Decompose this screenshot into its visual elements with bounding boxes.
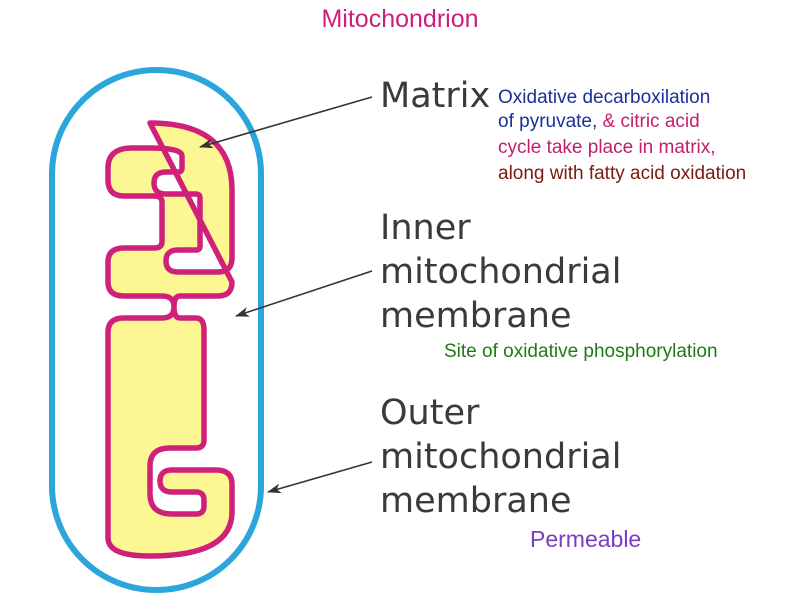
matrix-note-line-3: cycle take place in matrix,: [498, 137, 716, 158]
outer-membrane-note: Permeable: [530, 526, 642, 552]
matrix-arrow: [199, 96, 373, 149]
outer-membrane-label-line-3: membrane: [380, 481, 572, 521]
diagram-title: Mitochondrion: [321, 5, 479, 33]
matrix-note-line-1: Oxidative decarboxilation: [498, 87, 711, 108]
matrix-note-line-2: of pyruvate, & citric acid: [498, 110, 700, 133]
inner-membrane-label-line-2: mitochondrial: [380, 252, 622, 292]
matrix-label: Matrix: [380, 76, 491, 116]
inner-membrane-arrow: [235, 270, 373, 317]
inner-membrane: [105, 120, 235, 559]
inner-membrane-label-line-3: membrane: [380, 296, 572, 336]
matrix-note-line-4: along with fatty acid oxidation: [498, 163, 747, 184]
outer-membrane-label-line-1: Outer: [380, 393, 480, 433]
matrix-note-line-2-magenta: & citric acid: [597, 111, 700, 132]
outer-membrane-label-line-2: mitochondrial: [380, 437, 622, 477]
inner-membrane-label-line-1: Inner: [380, 208, 471, 248]
inner-membrane-note: Site of oxidative phosphorylation: [444, 341, 718, 362]
outer-membrane-arrow: [267, 461, 373, 494]
matrix-note-line-2-blue: of pyruvate,: [498, 111, 598, 132]
